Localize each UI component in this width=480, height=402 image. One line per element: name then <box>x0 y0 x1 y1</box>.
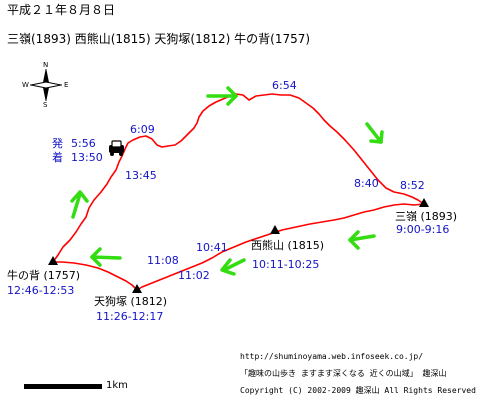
time-0609: 6:09 <box>130 123 155 136</box>
time-1102: 11:02 <box>178 269 210 282</box>
peak-time-ushinose: 12:46-12:53 <box>7 284 75 297</box>
scale-bar <box>24 384 102 389</box>
time-0840: 8:40 <box>354 177 379 190</box>
time-1345: 13:45 <box>125 169 157 182</box>
arrow-right-icon <box>206 86 238 106</box>
peak-time-nishikuma: 10:11-10:25 <box>252 258 320 271</box>
depart-label: 発 <box>52 137 63 150</box>
compass-rose-icon <box>30 69 62 101</box>
direction-arrow-icons <box>70 86 384 276</box>
arrive-label: 着 <box>52 151 63 164</box>
arrow-left-icon <box>348 230 376 250</box>
peak-time-tengutsuka: 11:26-12:17 <box>96 310 164 323</box>
footer-tagline: 「趣味の山歩き ますます深くなる 近くの山域」 趣深山 <box>240 369 447 378</box>
route-summary: 三嶺(1893) 西熊山(1815) 天狗塚(1812) 牛の背(1757) <box>7 32 311 46</box>
time-1108: 11:08 <box>147 254 179 267</box>
peak-name-sanrei: 三嶺 (1893) <box>395 210 458 223</box>
arrow-up-icon <box>70 190 89 219</box>
car-icon <box>109 140 124 156</box>
time-0654: 6:54 <box>272 79 297 92</box>
time-0852: 8:52 <box>400 179 425 192</box>
time-1041: 10:41 <box>196 241 228 254</box>
peak-name-tengutsuka: 天狗塚 (1812) <box>94 295 168 308</box>
footer-copyright: Copyright (C) 2002-2009 趣深山 All Rights R… <box>240 386 476 395</box>
peak-icon <box>419 198 429 207</box>
compass-n: N <box>43 61 49 69</box>
scale-label: 1km <box>106 380 128 391</box>
compass-s: S <box>43 101 48 109</box>
peak-icon <box>270 225 280 234</box>
peak-icon <box>48 256 58 265</box>
footer-url[interactable]: http://shuminoyama.web.infoseek.co.jp/ <box>240 352 424 361</box>
peak-time-sanrei: 9:00-9:16 <box>396 223 450 236</box>
peak-name-ushinose: 牛の背 (1757) <box>7 269 81 282</box>
depart-time: 5:56 <box>71 137 96 150</box>
compass-w: W <box>22 81 29 89</box>
peak-marker-icons <box>48 198 429 293</box>
arrow-down-icon <box>365 122 384 144</box>
arrow-left-icon <box>90 247 122 267</box>
peak-name-nishikuma: 西熊山 (1815) <box>251 239 325 252</box>
page-title-date: 平成２１年８月８日 <box>7 3 116 17</box>
compass-e: E <box>64 81 69 89</box>
arrow-left-icon <box>220 258 246 276</box>
peak-icon <box>132 284 142 293</box>
arrive-time: 13:50 <box>71 151 103 164</box>
